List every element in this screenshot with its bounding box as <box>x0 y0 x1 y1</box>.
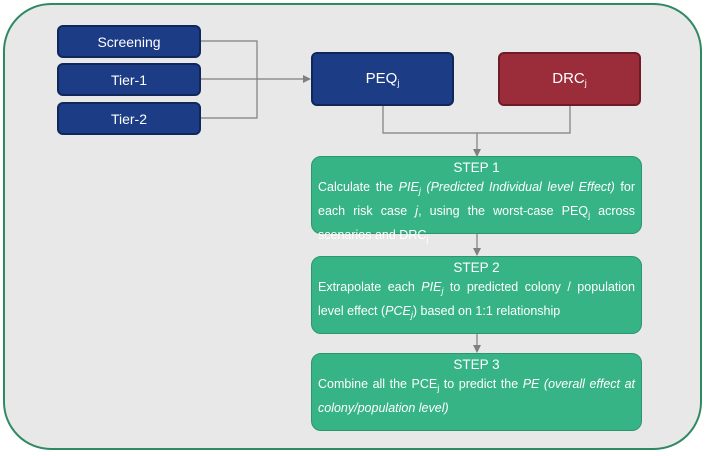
step3-text: Combine all the PCEj to predict the PE (… <box>318 377 635 415</box>
step1-box: STEP 1 Calculate the PIEj (Predicted Ind… <box>311 156 642 244</box>
input-tier2: Tier-2 <box>57 102 201 135</box>
step3-title: STEP 3 <box>453 357 500 372</box>
step2-title: STEP 2 <box>453 260 500 275</box>
input-tier2-label: Tier-2 <box>110 110 148 127</box>
input-screening: Screening <box>57 25 201 58</box>
step2-text: Extrapolate each PIEj to predicted colon… <box>318 280 635 320</box>
connector-peq-drc-join <box>382 106 571 134</box>
input-screening-label: Screening <box>97 33 161 50</box>
peq-box: PEQj <box>311 52 454 106</box>
step3-box: STEP 3 Combine all the PCEj to predict t… <box>311 353 642 431</box>
input-tier1-label: Tier-1 <box>110 71 148 88</box>
connector-screening <box>201 40 258 79</box>
step2-box: STEP 2 Extrapolate each PIEj to predicte… <box>311 256 642 334</box>
drc-box: DRCj <box>498 52 641 106</box>
step1-text: Calculate the PIEj (Predicted Individual… <box>318 180 635 244</box>
step1-title: STEP 1 <box>453 160 500 175</box>
peq-label: PEQj <box>365 70 400 88</box>
input-tier1: Tier-1 <box>57 63 201 96</box>
drc-label: DRCj <box>552 70 587 88</box>
connector-tier2 <box>201 79 258 119</box>
